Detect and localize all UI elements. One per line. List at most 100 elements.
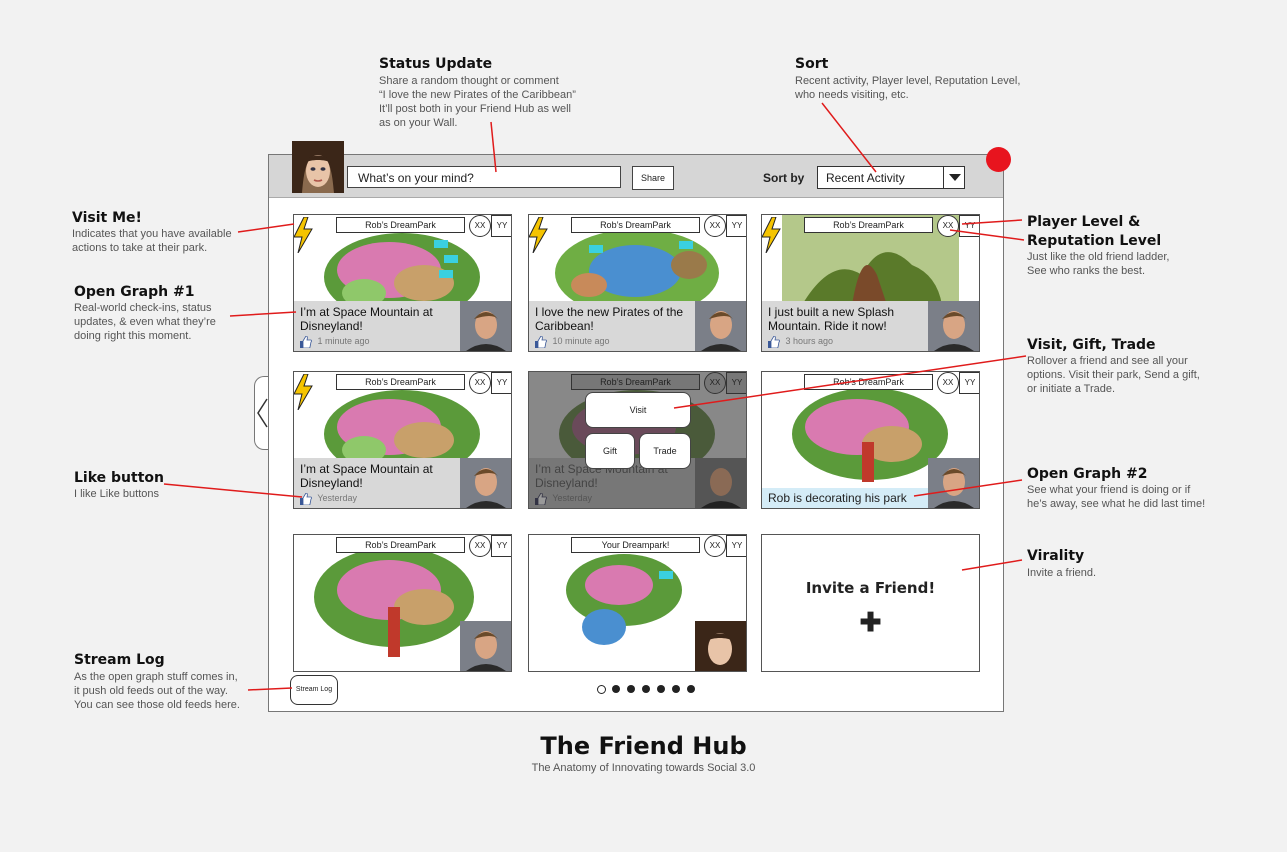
your-park-card[interactable]: Your Dreampark! XX YY (528, 534, 747, 672)
visit-me-bolt-icon (294, 374, 313, 410)
open-graph-status: I’m at Space Mountain at Disneyland! Yes… (294, 458, 460, 508)
pagination-dot-5[interactable] (657, 685, 665, 693)
gift-button[interactable]: Gift (585, 433, 635, 469)
friend-photo (695, 301, 746, 351)
open-graph-status: I’m at Space Mountain at Disneyland! 1 m… (294, 301, 460, 351)
like-thumb-icon[interactable] (535, 492, 547, 505)
annotation-desc-status-update: Share a random thought or comment“I love… (379, 75, 576, 129)
annotation-desc-like-button: I like Like buttons (74, 488, 159, 500)
pagination-dot-6[interactable] (672, 685, 680, 693)
friend-card-6[interactable]: Rob’s DreamPark XX YY Rob is decorating … (761, 371, 980, 509)
like-thumb-icon[interactable] (768, 335, 780, 348)
visit-me-bolt-icon (529, 217, 548, 253)
visit-button[interactable]: Visit (585, 392, 691, 428)
share-button[interactable]: Share (632, 166, 674, 190)
sort-dropdown[interactable]: Recent Activity (817, 166, 965, 189)
status-time: 1 minute ago (317, 336, 370, 346)
pagination-dot-3[interactable] (627, 685, 635, 693)
park-name-tag: Rob’s DreamPark (336, 374, 465, 390)
notification-dot[interactable] (986, 147, 1011, 172)
annotation-desc-virality: Invite a friend. (1027, 567, 1097, 579)
player-level-badge: XX (704, 535, 726, 557)
leader-line-sort (821, 102, 877, 173)
annotation-title-sort: Sort (795, 56, 829, 72)
park-name-tag: Your Dreampark! (571, 537, 700, 553)
sort-label: Sort by (763, 171, 805, 185)
park-name-tag: Rob’s DreamPark (804, 374, 933, 390)
reputation-level-badge: YY (491, 535, 511, 557)
prev-page-tab[interactable] (254, 376, 271, 450)
annotation-title-stream-log: Stream Log (74, 652, 165, 668)
stream-log-button[interactable]: Stream Log (290, 675, 338, 705)
page-subtitle: The Anatomy of Innovating towards Social… (531, 762, 756, 774)
annotation-title-status-update: Status Update (379, 56, 493, 72)
player-level-badge: XX (937, 372, 959, 394)
status-time: 3 hours ago (785, 336, 834, 346)
friend-hub-panel: What’s on your mind? Share Sort by Recen… (268, 141, 1004, 712)
user-photo (695, 621, 746, 671)
friend-card-2[interactable]: Rob’s DreamPark XX YY I love the new Pir… (528, 214, 747, 352)
like-row: Yesterday (300, 492, 358, 505)
annotation-title-visit-me: Visit Me! (72, 210, 142, 226)
status-input[interactable]: What’s on your mind? (347, 166, 621, 188)
page-title: The Friend Hub (540, 732, 747, 760)
like-row: 1 minute ago (300, 335, 370, 348)
friend-card-1[interactable]: Rob’s DreamPark XX YY I’m at Space Mount… (293, 214, 512, 352)
pagination-dot-1[interactable] (597, 685, 606, 694)
leader-line-open-graph-2 (913, 479, 1023, 497)
plus-icon[interactable]: ✚ (859, 607, 882, 637)
reputation-level-badge: YY (491, 215, 511, 237)
annotation-desc-sort: Recent activity, Player level, Reputatio… (795, 75, 1021, 101)
like-thumb-icon[interactable] (535, 335, 547, 348)
friend-card-5-rollover[interactable]: Rob’s DreamPark XX YY I’m at Space Mount… (528, 371, 747, 509)
status-text: I’m at Space Mountain at Disneyland! (535, 462, 668, 490)
hub-header: What’s on your mind? Share Sort by Recen… (269, 141, 1003, 198)
status-text: I love the new Pirates of the Caribbean! (535, 305, 684, 333)
park-map-image (324, 233, 480, 321)
park-map-image (324, 390, 480, 478)
friend-card-4[interactable]: Rob’s DreamPark XX YY I’m at Space Mount… (293, 371, 512, 509)
like-row: 3 hours ago (768, 335, 834, 348)
pagination-dot-2[interactable] (612, 685, 620, 693)
leader-line-status-update (490, 121, 497, 173)
like-row: Yesterday (535, 492, 592, 505)
invite-friend-card[interactable]: Invite a Friend! ✚ (761, 534, 980, 672)
annotation-title-open-graph-1: Open Graph #1 (74, 284, 195, 300)
player-level-badge: XX (704, 215, 726, 237)
leader-line-virality (961, 559, 1023, 571)
leader-line-player-level (961, 219, 1023, 225)
annotation-title-visit-gift-trade: Visit, Gift, Trade (1027, 337, 1156, 353)
status-text: I’m at Space Mountain at Disneyland! (300, 462, 433, 490)
pagination-dot-4[interactable] (642, 685, 650, 693)
annotation-title-reputation-level: Reputation Level (1027, 233, 1162, 249)
open-graph-status: I just built a new Splash Mountain. Ride… (762, 301, 928, 351)
trade-button[interactable]: Trade (639, 433, 691, 469)
pagination-dot-7[interactable] (687, 685, 695, 693)
park-name-tag: Rob’s DreamPark (336, 217, 465, 233)
park-map-image (314, 547, 474, 657)
reputation-level-badge: YY (726, 215, 746, 237)
like-thumb-icon[interactable] (300, 335, 312, 348)
friend-photo (928, 458, 979, 508)
friend-card-7[interactable]: Rob’s DreamPark XX YY (293, 534, 512, 672)
reputation-level-badge: YY (726, 372, 746, 394)
open-graph-activity: Rob is decorating his park (762, 488, 928, 508)
reputation-level-badge: YY (959, 372, 979, 394)
status-time: Yesterday (317, 493, 358, 503)
leader-line-visit-gift-trade (673, 355, 1027, 409)
player-level-badge: XX (469, 535, 491, 557)
leader-line-stream-log (247, 687, 293, 691)
friend-card-3[interactable]: Rob’s DreamPark XX YY I just built a new… (761, 214, 980, 352)
friend-photo (460, 621, 511, 671)
player-level-badge: XX (937, 215, 959, 237)
park-name-tag: Rob’s DreamPark (804, 217, 933, 233)
like-thumb-icon[interactable] (300, 492, 312, 505)
player-level-badge: XX (469, 372, 491, 394)
park-map-image (792, 388, 948, 482)
player-level-badge: XX (704, 372, 726, 394)
